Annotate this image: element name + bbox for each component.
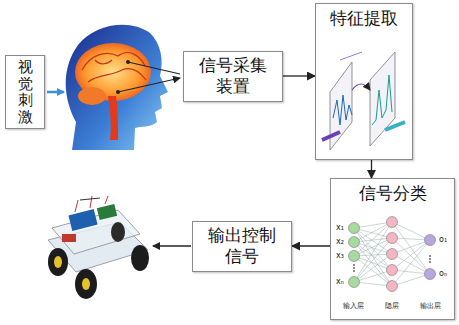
process-box: 信号采集 装置 xyxy=(183,51,283,102)
flow-arrow xyxy=(371,160,372,178)
leader-dot xyxy=(116,90,120,94)
output-label: oₙ xyxy=(439,270,447,278)
brain-illustration xyxy=(66,25,168,150)
box-label: 信号采集 装置 xyxy=(194,55,272,98)
feature-chart xyxy=(322,52,405,150)
output-label: o₁ xyxy=(439,236,447,244)
input-label: xₙ xyxy=(336,278,344,286)
layer-label: 输出层 xyxy=(420,303,441,310)
box-label: 输出控制 信号 xyxy=(203,225,281,268)
box-heading: 信号分类 xyxy=(331,183,454,204)
neural-network xyxy=(354,222,430,286)
layer-label: 隐层 xyxy=(385,303,399,310)
signal-leader xyxy=(118,62,180,92)
process-box: 特征提取 xyxy=(315,3,413,160)
network-neurons xyxy=(349,217,436,292)
process-box: 信号分类 xyxy=(330,178,455,320)
process-box: 输出控制 信号 xyxy=(192,221,292,272)
input-label: x₁ xyxy=(336,224,344,232)
leader-dot xyxy=(126,60,130,64)
stimulus-box: 视觉刺激 xyxy=(5,55,45,129)
input-label: x₂ xyxy=(336,238,344,246)
layer-label: 输入层 xyxy=(343,303,364,310)
input-label: x₃ xyxy=(336,252,344,260)
flow-arrow xyxy=(292,245,330,246)
output-arrow xyxy=(153,245,191,246)
box-label: 视觉刺激 xyxy=(18,59,33,125)
stimulus-arrow xyxy=(47,91,64,94)
box-heading: 特征提取 xyxy=(316,8,412,29)
flow-arrow xyxy=(283,75,315,76)
robot-car xyxy=(48,196,149,299)
